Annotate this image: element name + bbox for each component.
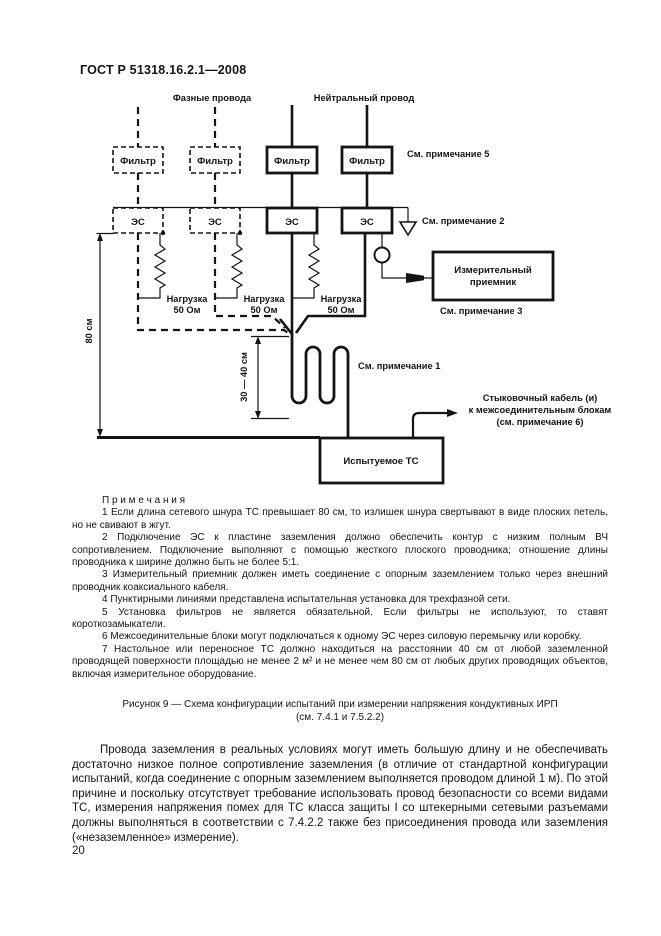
es-label-1: ЭС: [131, 217, 145, 228]
figure-caption-line1: Рисунок 9 — Схема конфигурации испытаний…: [122, 699, 558, 710]
note-item-3: 3 Измерительный приемник должен иметь со…: [72, 569, 608, 593]
filter-label-4: Фильтр: [349, 156, 385, 167]
es-label-3: ЭС: [285, 217, 299, 228]
junction-dot-2: [237, 230, 243, 236]
figure-caption: Рисунок 9 — Схема конфигурации испытаний…: [72, 698, 608, 724]
receiver-label-2: приемник: [470, 277, 517, 288]
wire-es2-to-cord: [213, 233, 286, 329]
interconnect-cable-arrow: [447, 409, 458, 417]
eut-box: [318, 436, 445, 485]
es-label-2: ЭС: [208, 217, 222, 228]
es-label-4: ЭС: [360, 217, 374, 228]
body-paragraph: Провода заземления в реальных условиях м…: [72, 744, 608, 844]
filter-label-1: Фильтр: [120, 156, 156, 167]
dim-80-arrow-top: [97, 233, 103, 241]
filter-box-1: [112, 146, 164, 174]
coiled-mains-cord: [290, 334, 350, 438]
receiver-label-1: Измерительный: [454, 265, 532, 276]
load-label-3b: 50 Ом: [327, 305, 354, 315]
dim-80-arrow-bottom: [97, 429, 103, 437]
note-item-4: 4 Пунктирными линиями представлена испыт…: [102, 594, 511, 606]
load-resistor-2: [215, 233, 244, 299]
es-box-2: [189, 207, 241, 234]
dim-80-label: 80 см: [84, 318, 94, 343]
eut-label: Испытуемое ТС: [343, 456, 418, 467]
phase-wires-label: Фазные провода: [173, 93, 252, 103]
note-item-6: 6 Межсоединительные блоки могут подключа…: [102, 631, 582, 643]
note-item-2: 2 Подключение ЭС к пластине заземления д…: [72, 532, 608, 569]
load-label-2b: 50 Ом: [250, 305, 277, 315]
filter-box-2: [189, 146, 241, 174]
wire-funnel-left: [278, 318, 294, 335]
load-label-1a: Нагрузка: [167, 294, 209, 304]
load-label-2a: Нагрузка: [244, 294, 286, 304]
filter-label-2: Фильтр: [197, 156, 233, 167]
see-note-1-label: См. примечание 1: [358, 361, 440, 371]
coax-elbow-line: [381, 262, 406, 279]
note-item-1: 1 Если длина сетевого шнура ТС превышает…: [72, 507, 608, 531]
earth-symbol-icon: [398, 221, 418, 237]
filter-label-3: Фильтр: [274, 156, 310, 167]
load-resistor-1: [138, 233, 167, 299]
es-box-1: [112, 207, 164, 234]
cable-label-1: Стыковочный кабель (и): [483, 393, 598, 403]
load-label-3a: Нагрузка: [321, 294, 363, 304]
filter-box-3: [265, 145, 319, 175]
junction-dot-1: [160, 230, 166, 236]
interconnect-cable-line: [411, 411, 448, 438]
see-note-5-label: См. примечание 5: [407, 149, 489, 159]
load-label-1b: 50 Ом: [173, 305, 200, 315]
figure-caption-line2: (см. 7.4.1 и 7.5.2.2): [295, 712, 385, 723]
dim-30-40-label: 30 — 40 см: [239, 352, 249, 402]
body-text-block: Провода заземления в реальных условиях м…: [72, 743, 608, 845]
page-number: 20: [72, 845, 85, 857]
filter-box-4: [340, 145, 394, 175]
neutral-wire-label: Нейтральный провод: [314, 93, 415, 103]
coax-plug-icon: [406, 273, 424, 283]
wire-es4-to-cord: [294, 233, 367, 334]
dim-30-40-arrow-bottom: [255, 411, 261, 419]
dim-30-40-arrow-top: [255, 336, 261, 344]
see-note-2-label: См. примечание 2: [422, 216, 504, 226]
load-resistor-3: [292, 233, 321, 299]
notes-title: П р и м е ч а н и я: [102, 495, 186, 506]
cable-label-3: (см. примечание 6): [496, 417, 583, 427]
wire-es1-to-cord: [136, 233, 292, 336]
see-note-3-label: См. примечание 3: [440, 306, 522, 316]
figure-9-diagram: Фазные провода Нейтральный провод Фильтр…: [84, 93, 612, 485]
measuring-receiver-box: [431, 250, 555, 302]
note-item-7: 7 Настольное или переносное ТС должно на…: [72, 643, 608, 680]
page-header: ГОСТ Р 51318.16.2.1—2008: [80, 63, 247, 77]
note-item-5: 5 Установка фильтров не является обязате…: [72, 606, 608, 631]
coax-connector-icon: [373, 246, 391, 264]
notes-block: П р и м е ч а н и я 1 Если длина сетевог…: [72, 495, 608, 681]
es-box-4: [340, 206, 394, 235]
cable-label-2: к межсоединительным блокам: [469, 405, 612, 415]
